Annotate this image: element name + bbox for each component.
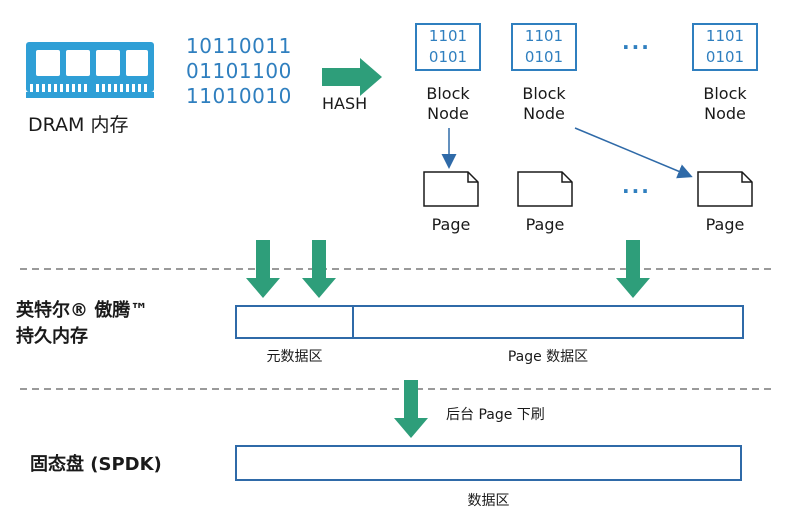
block-node-bits-1: 1101 0101	[416, 26, 480, 68]
pmem-label-line2: 持久内存	[16, 326, 88, 347]
hash-arrow	[322, 58, 382, 96]
down-arrow-flush	[394, 380, 428, 438]
bits-line: 0101	[705, 48, 745, 66]
down-arrow-meta-2	[302, 240, 336, 298]
dram-label: DRAM 内存	[28, 114, 129, 136]
meta-region-label: 元数据区	[266, 349, 323, 365]
hash-input-bits: 10110011 01101100 11010010	[186, 34, 292, 109]
page-region-label: Page 数据区	[507, 349, 589, 365]
ellipsis-pages: ...	[622, 174, 651, 198]
bit-row-2: 01101100	[186, 59, 292, 83]
ssd-label: 固态盘 (SPDK)	[30, 454, 162, 475]
block-node-label-3: Block Node	[703, 84, 747, 123]
down-arrow-page	[616, 240, 650, 298]
bit-row-1: 10110011	[186, 34, 292, 58]
block-node-box-1	[415, 23, 481, 71]
bits-line: 1101	[428, 27, 468, 45]
block-node-box-2	[511, 23, 577, 71]
down-arrow-meta-1	[246, 240, 280, 298]
bits-line: 1101	[705, 27, 745, 45]
ssd-bar	[235, 445, 742, 481]
page-label-1: Page	[431, 215, 471, 234]
page-icon-3	[697, 171, 753, 207]
pmem-label: 英特尔® 傲腾™ 持久内存	[16, 298, 148, 350]
page-icon-1	[423, 171, 479, 207]
page-label-2: Page	[525, 215, 565, 234]
hash-label: HASH	[322, 94, 368, 113]
pmem-bar	[235, 305, 744, 339]
dram-module-icon	[26, 42, 154, 98]
block-node-box-3	[692, 23, 758, 71]
block-node-label-2: Block Node	[522, 84, 566, 123]
bits-line: 0101	[524, 48, 564, 66]
pmem-label-line1: 英特尔® 傲腾™	[16, 300, 149, 321]
ellipsis-nodes: ...	[622, 30, 651, 54]
block-node-bits-2: 1101 0101	[512, 26, 576, 68]
block-node-label-1: Block Node	[426, 84, 470, 123]
bit-row-3: 11010010	[186, 84, 292, 108]
bits-line: 0101	[428, 48, 468, 66]
node-to-page-arrow-2	[574, 127, 693, 179]
bits-line: 1101	[524, 27, 564, 45]
flush-label: 后台 Page 下刷	[446, 407, 545, 423]
page-label-3: Page	[705, 215, 745, 234]
block-node-bits-3: 1101 0101	[693, 26, 757, 68]
page-icon-2	[517, 171, 573, 207]
ssd-region-label: 数据区	[467, 493, 510, 509]
